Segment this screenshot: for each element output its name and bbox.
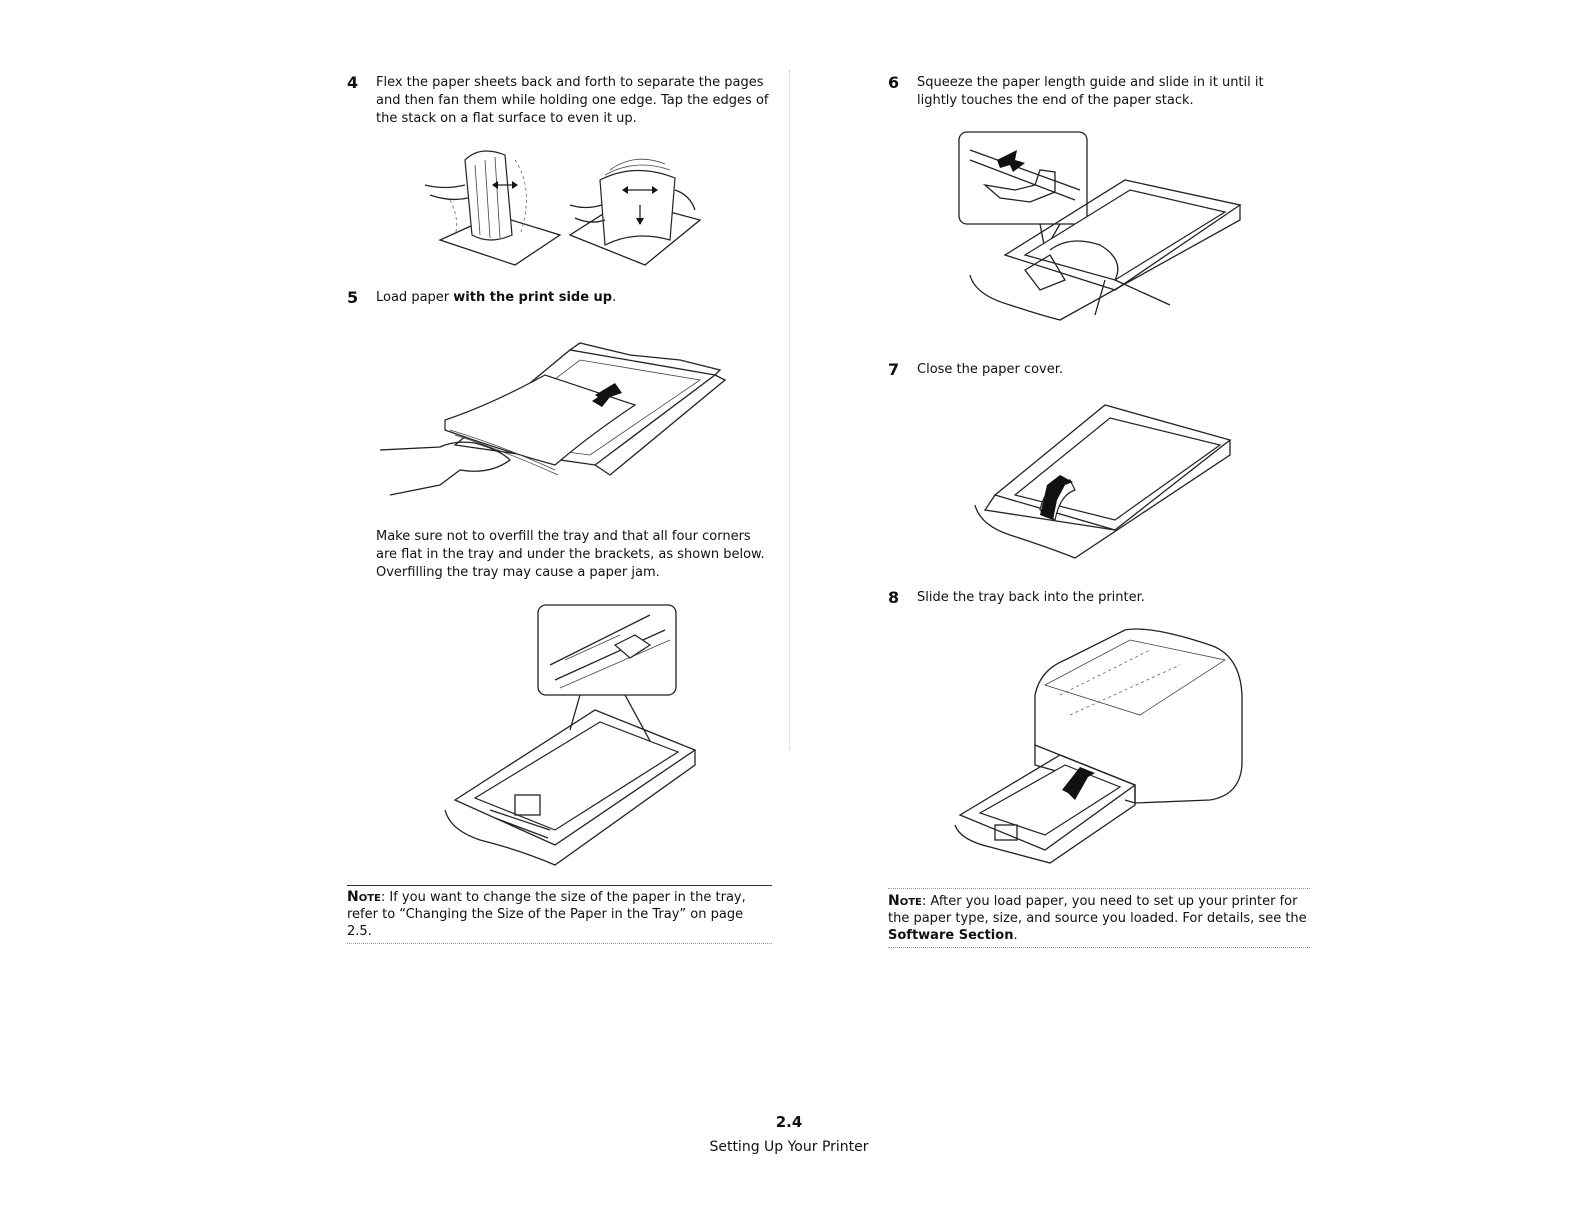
load-paper-illustration — [380, 342, 727, 496]
step-number: 5 — [347, 288, 359, 307]
step-text-period: . — [612, 290, 617, 305]
tray-brackets-illustration — [444, 604, 697, 866]
step-text-plain: Load paper — [376, 290, 454, 305]
step-number: 7 — [888, 360, 900, 379]
note-text: : If you want to change the size of the … — [347, 890, 746, 939]
note-text-end: . — [1013, 928, 1018, 943]
page-number: 2.4 — [775, 1113, 803, 1131]
step-text: Flex the paper sheets back and forth to … — [376, 75, 769, 126]
step-text: Slide the tray back into the printer. — [917, 590, 1145, 605]
note-label: Note — [888, 893, 922, 909]
note-label: Note — [347, 889, 381, 905]
fan-paper-illustration — [424, 150, 702, 266]
step-5-paragraph: Make sure not to overfill the tray and t… — [376, 529, 765, 580]
step-number: 8 — [888, 588, 900, 607]
step-number: 6 — [888, 73, 900, 92]
note-left: Note: If you want to change the size of … — [347, 885, 772, 944]
insert-tray-illustration — [954, 628, 1243, 864]
step-text: Load paper with the print side up. — [376, 289, 776, 307]
chapter-title: Setting Up Your Printer — [709, 1139, 869, 1155]
note-right: Note: After you load paper, you need to … — [888, 888, 1310, 948]
step-text-bold: with the print side up — [453, 290, 613, 305]
step-text: Squeeze the paper length guide and slide… — [917, 75, 1264, 108]
close-cover-illustration — [974, 404, 1232, 559]
software-section-link[interactable]: Software Section — [888, 928, 1014, 943]
length-guide-illustration — [958, 131, 1242, 321]
step-number: 4 — [347, 73, 359, 92]
note-text: : After you load paper, you need to set … — [888, 894, 1307, 926]
column-divider — [789, 70, 790, 750]
step-text: Close the paper cover. — [917, 362, 1064, 377]
